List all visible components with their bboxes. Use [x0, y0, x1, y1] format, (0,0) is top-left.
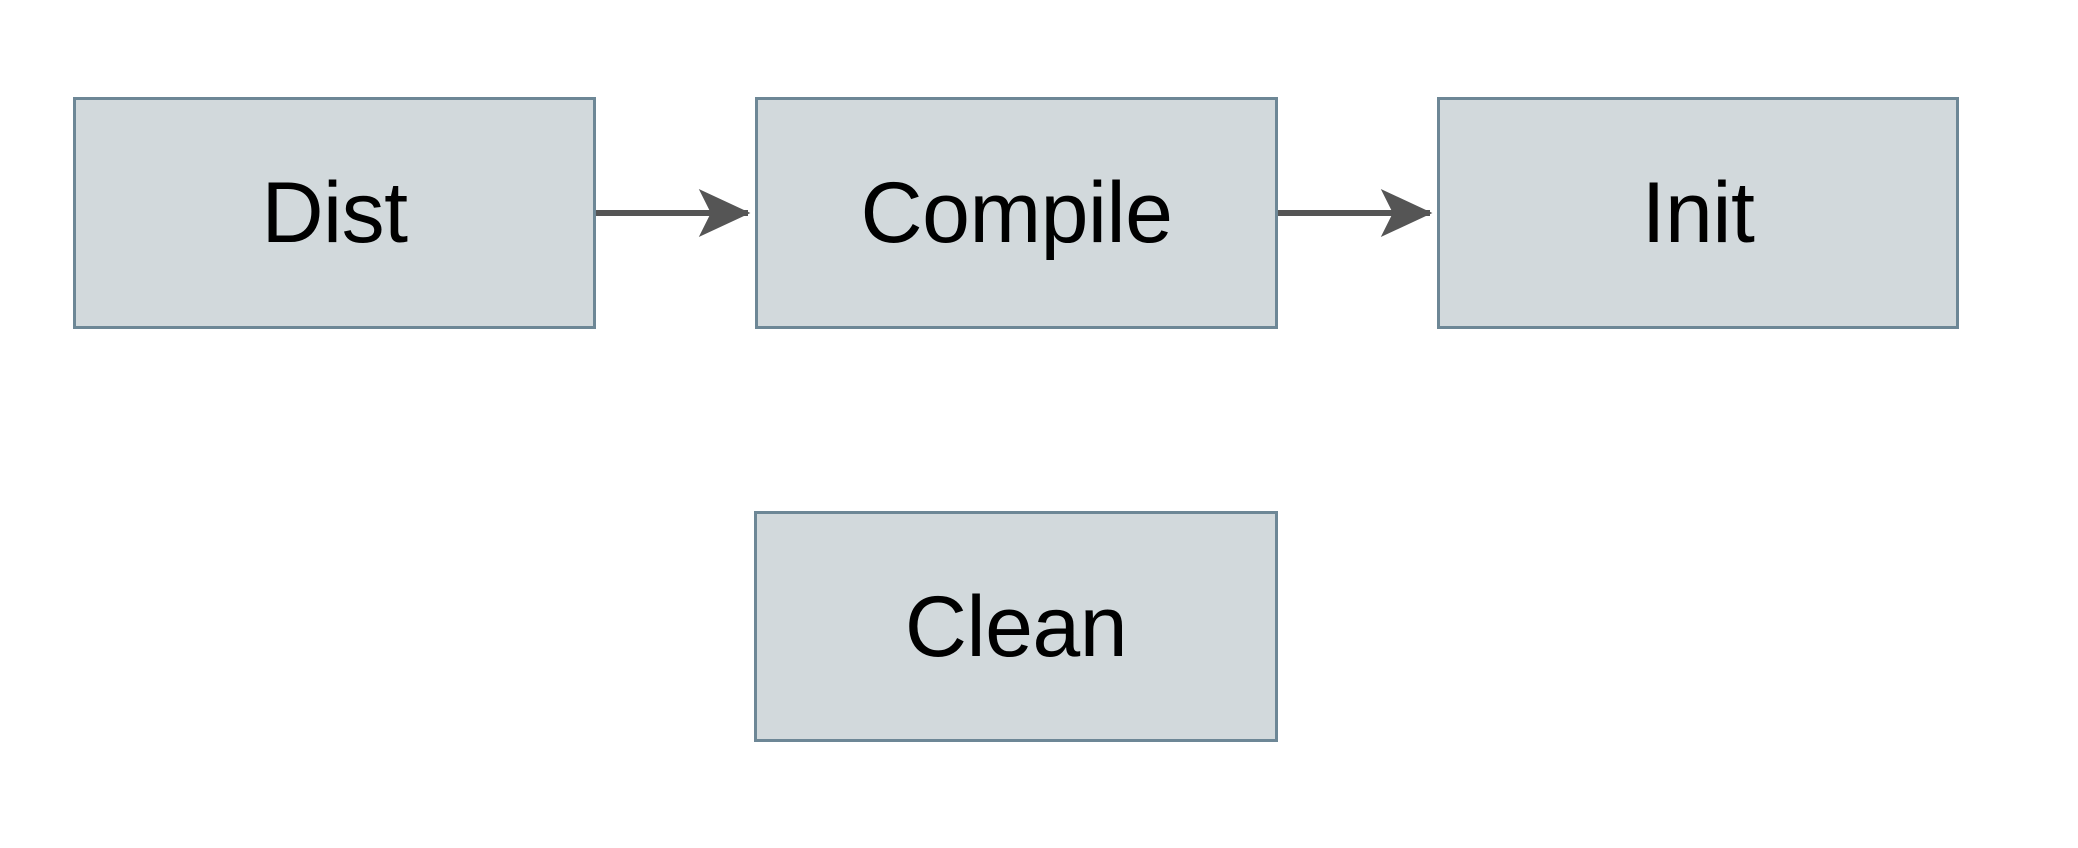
node-init-label: Init — [1641, 165, 1755, 261]
node-compile-label: Compile — [860, 165, 1173, 261]
node-clean[interactable]: Clean — [754, 511, 1278, 742]
node-dist[interactable]: Dist — [73, 97, 596, 329]
node-init[interactable]: Init — [1437, 97, 1959, 329]
node-clean-label: Clean — [904, 578, 1128, 675]
node-dist-label: Dist — [261, 165, 408, 261]
node-compile[interactable]: Compile — [755, 97, 1278, 329]
